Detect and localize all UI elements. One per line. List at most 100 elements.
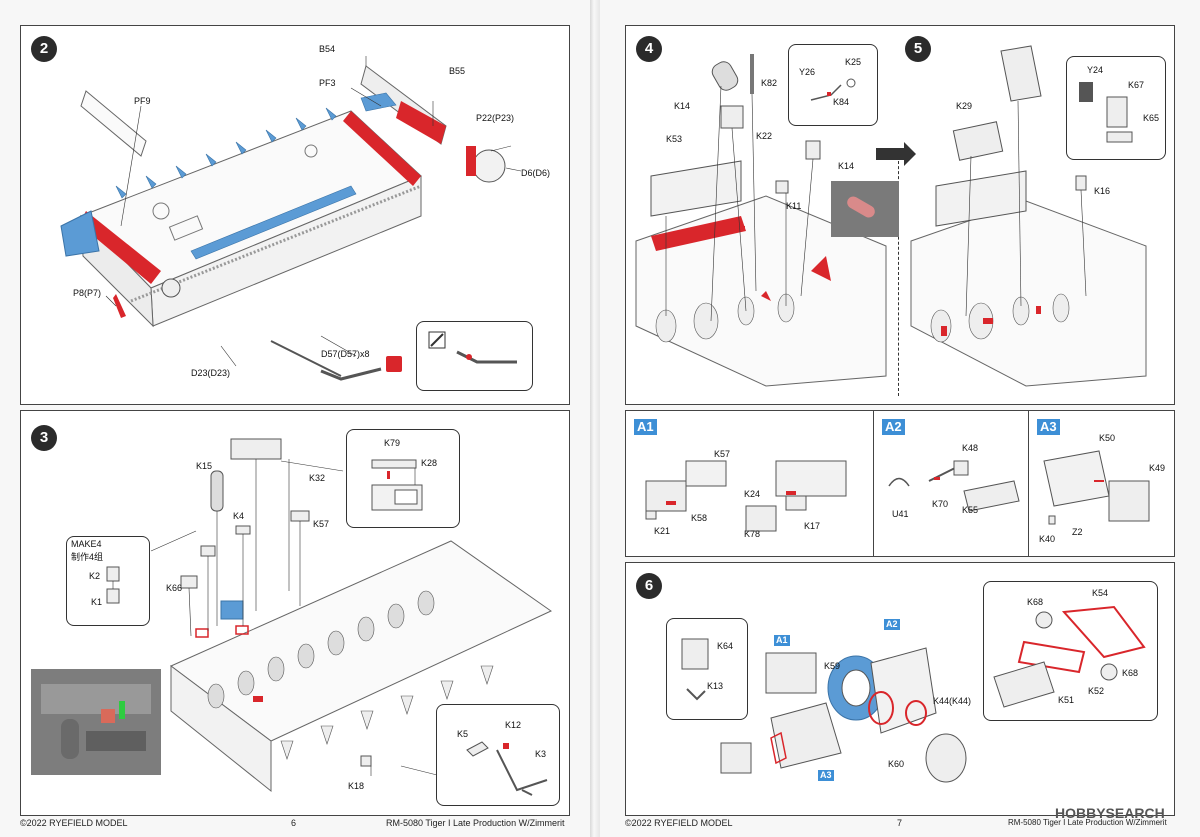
label-u41: U41 xyxy=(892,509,909,519)
subassembly-a2-panel: A2 K48 U41 K70 K55 xyxy=(873,410,1030,557)
right-page-number: 7 xyxy=(897,818,903,828)
label-k67: K67 xyxy=(1128,80,1145,90)
label-pf3: PF3 xyxy=(319,78,336,88)
step2-callout xyxy=(416,321,533,391)
make4-note-cn: 制作4组 xyxy=(71,552,104,562)
label-k82: K82 xyxy=(761,78,778,88)
left-page: 2 xyxy=(0,0,590,837)
label-k50: K50 xyxy=(1099,433,1116,443)
step6-callout-k54: K68 K54 K52 K68 K51 xyxy=(983,581,1158,721)
label-k44: K44(K44) xyxy=(933,696,972,706)
hobbysearch-watermark: HOBBYSEARCH xyxy=(1055,805,1165,821)
step-divider xyxy=(898,156,899,396)
step4-number: 4 xyxy=(636,36,662,62)
step2-panel: 2 xyxy=(20,25,570,405)
label-pf9: PF9 xyxy=(134,96,151,106)
label-k32: K32 xyxy=(309,473,326,483)
label-d23: D23(D23) xyxy=(191,368,231,378)
label-k64: K64 xyxy=(717,641,734,651)
label-k68-bottom: K68 xyxy=(1122,668,1139,678)
step3-callout-k12: K5 K12 K3 xyxy=(436,704,560,806)
label-k17: K17 xyxy=(804,521,821,531)
label-d57: D57(D57)x8 xyxy=(321,349,370,359)
subassembly-a1-panel: A1 K57 K24 K58 K21 K17 K78 xyxy=(625,410,875,557)
label-k5: K5 xyxy=(457,729,469,739)
label-k3: K3 xyxy=(535,749,547,759)
label-k18: K18 xyxy=(348,781,365,791)
label-b55: B55 xyxy=(449,66,466,76)
step3-callout-k79: K79 K28 xyxy=(346,429,460,528)
label-k15: K15 xyxy=(196,461,213,471)
label-k29: K29 xyxy=(956,101,973,111)
left-footer-product: RM-5080 Tiger I Late Production W/Zimmer… xyxy=(386,818,565,828)
label-k12: K12 xyxy=(505,720,522,730)
step6-number: 6 xyxy=(636,573,662,599)
label-k13: K13 xyxy=(707,681,724,691)
label-k68-top: K68 xyxy=(1027,597,1044,607)
label-k53: K53 xyxy=(666,134,683,144)
label-k70: K70 xyxy=(932,499,949,509)
label-k21: K21 xyxy=(654,526,671,536)
label-k84: K84 xyxy=(833,97,850,107)
right-page: 4 5 xyxy=(600,0,1200,837)
step4-callout-y26: Y26 K25 K84 xyxy=(788,44,878,126)
label-y24: Y24 xyxy=(1087,65,1104,75)
label-k52: K52 xyxy=(1088,686,1105,696)
label-k40: K40 xyxy=(1039,534,1056,544)
right-footer-copyright: ©2022 RYEFIELD MODEL xyxy=(625,818,733,828)
label-k57-a1: K57 xyxy=(714,449,731,459)
label-k22: K22 xyxy=(756,131,773,141)
label-k54: K54 xyxy=(1092,588,1109,598)
step2-drawing xyxy=(60,56,522,381)
step4-5-drawing xyxy=(635,45,1147,387)
label-k65: K65 xyxy=(1143,113,1160,123)
step3-drawing xyxy=(150,438,552,793)
step3-number: 3 xyxy=(31,425,57,451)
label-k57: K57 xyxy=(313,519,330,529)
right-footer-product: RM-5080 Tiger I Late Production W/Zimmer… xyxy=(1008,818,1167,827)
left-page-number: 6 xyxy=(291,818,297,828)
label-k4: K4 xyxy=(233,511,245,521)
label-k28: K28 xyxy=(421,458,438,468)
label-p8: P8(P7) xyxy=(73,288,102,298)
tag-a1: A1 xyxy=(634,419,657,435)
tag-a3: A3 xyxy=(1037,419,1060,435)
label-p22: P22(P23) xyxy=(476,113,515,123)
label-k51: K51 xyxy=(1058,695,1075,705)
subassembly-a3-panel: A3 K50 K49 K40 Z2 xyxy=(1028,410,1175,557)
label-k48: K48 xyxy=(962,443,979,453)
label-k66: K66 xyxy=(166,583,183,593)
label-k11: K11 xyxy=(786,201,802,211)
label-y26: Y26 xyxy=(799,67,816,77)
step6-tag-a2: A2 xyxy=(884,619,900,630)
label-k49: K49 xyxy=(1149,463,1166,473)
step6-callout-k64: K64 K13 xyxy=(666,618,748,720)
label-z2: Z2 xyxy=(1072,527,1083,537)
label-b54: B54 xyxy=(319,44,336,54)
tag-a2: A2 xyxy=(882,419,905,435)
label-k60: K60 xyxy=(888,759,905,769)
label-k1: K1 xyxy=(91,597,103,607)
step4-5-panel: 4 5 xyxy=(625,25,1175,405)
step5-callout-y24: Y24 K67 K65 xyxy=(1066,56,1166,160)
step5-number: 5 xyxy=(905,36,931,62)
make4-note: MAKE4 xyxy=(71,539,102,549)
label-k16: K16 xyxy=(1094,186,1111,196)
left-footer-copyright: ©2022 RYEFIELD MODEL xyxy=(20,818,128,828)
label-k2: K2 xyxy=(89,571,101,581)
label-k24: K24 xyxy=(744,489,761,499)
label-k79: K79 xyxy=(384,438,401,448)
book-gutter xyxy=(590,0,600,837)
step3-reference-photo xyxy=(31,669,161,775)
step6-panel: 6 K64 K13 A1 A2 A3 K59 K44(K44) K60 xyxy=(625,562,1175,816)
label-k78: K78 xyxy=(744,529,761,539)
label-k55: K55 xyxy=(962,505,979,515)
label-k58: K58 xyxy=(691,513,708,523)
step3-callout-make4: MAKE4 制作4组 K2 K1 xyxy=(66,536,150,626)
step6-tag-a3: A3 xyxy=(818,770,834,781)
label-d6: D6(D6) xyxy=(521,168,551,178)
label-k14: K14 xyxy=(674,101,691,111)
step3-panel: 3 xyxy=(20,410,570,816)
label-k14-photo: K14 xyxy=(838,161,855,171)
label-k59: K59 xyxy=(824,661,841,671)
